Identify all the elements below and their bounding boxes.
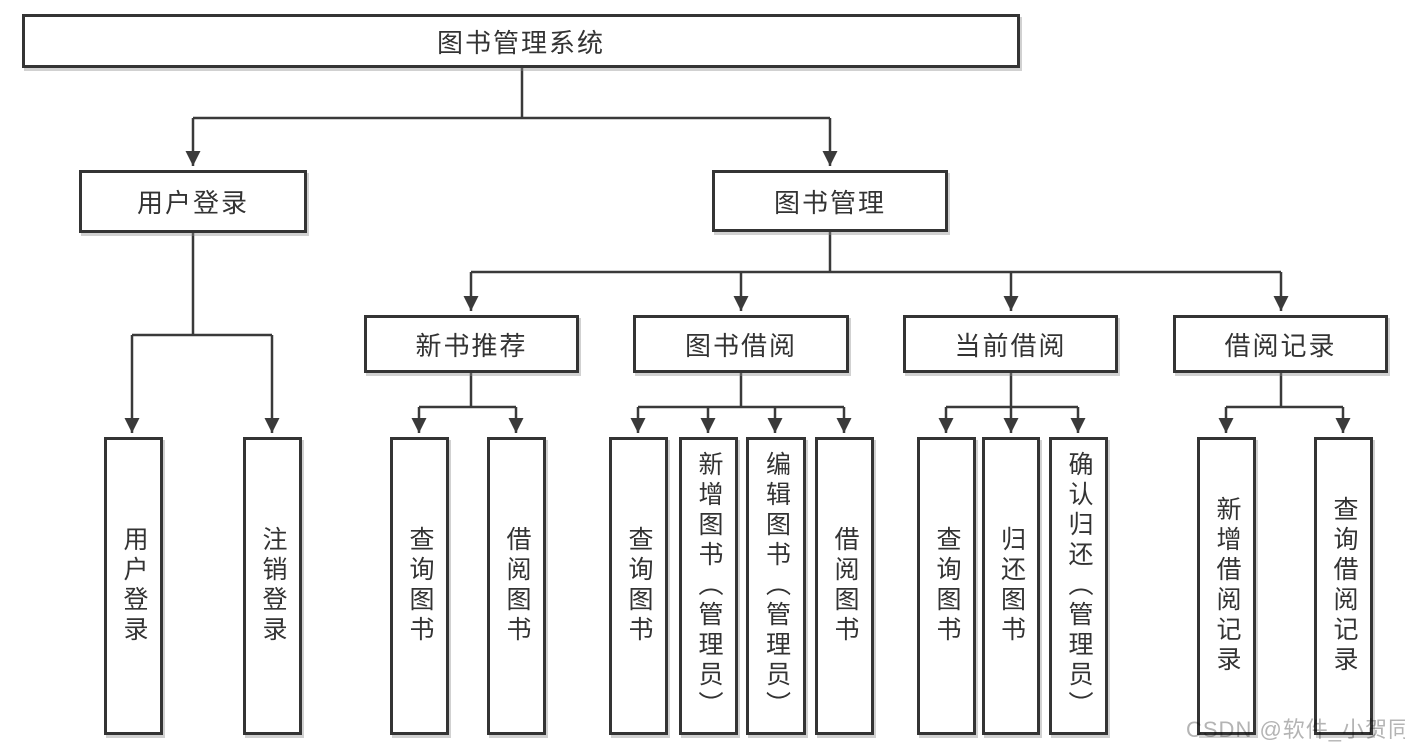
- leaf-current-query-books: 查询图书: [917, 437, 976, 735]
- node-book-management: 图书管理: [712, 170, 948, 232]
- leaf-records-query-record: 查询借阅记录: [1314, 437, 1373, 735]
- leaf-label: 查询借阅记录: [1330, 496, 1358, 676]
- node-label: 借阅记录: [1224, 330, 1337, 361]
- node-user-login: 用户登录: [79, 170, 307, 233]
- leaf-current-return-books: 归还图书: [982, 437, 1040, 735]
- leaf-label: 借阅图书: [503, 526, 531, 646]
- node-label: 用户登录: [136, 188, 249, 218]
- leaf-borrowing-borrow-books: 借阅图书: [815, 437, 874, 735]
- node-label: 图书管理: [773, 187, 886, 218]
- leaf-label: 编辑图书（管理员）: [762, 451, 791, 721]
- leaf-label: 新增借阅记录: [1213, 496, 1241, 676]
- leaf-borrowing-query-books: 查询图书: [609, 437, 668, 735]
- node-borrowing-records: 借阅记录: [1173, 315, 1388, 373]
- leaf-label: 注销登录: [259, 526, 287, 646]
- leaf-records-add-record: 新增借阅记录: [1197, 437, 1256, 735]
- leaf-label: 新增图书（管理员）: [695, 451, 723, 721]
- node-new-book-recommend: 新书推荐: [364, 315, 579, 373]
- node-current-borrowing: 当前借阅: [903, 315, 1118, 373]
- node-label: 新书推荐: [415, 330, 528, 361]
- leaf-recommend-query-books: 查询图书: [390, 437, 449, 735]
- leaf-label: 借阅图书: [831, 526, 859, 646]
- leaf-label: 归还图书: [997, 526, 1026, 646]
- node-label: 图书管理系统: [436, 27, 605, 58]
- leaf-recommend-borrow-books: 借阅图书: [487, 437, 546, 735]
- leaf-label: 确认归还（管理员）: [1065, 451, 1093, 721]
- leaf-label: 用户登录: [120, 526, 148, 646]
- leaf-label: 查询图书: [933, 526, 961, 646]
- leaf-logout: 注销登录: [243, 437, 302, 735]
- leaf-current-confirm-return-admin: 确认归还（管理员）: [1049, 437, 1108, 735]
- node-label: 当前借阅: [954, 330, 1067, 361]
- tree-edges: [124, 67, 1351, 433]
- node-library-management-system: 图书管理系统: [22, 14, 1020, 68]
- csdn-watermark: CSDN @软件_小贺同学: [1186, 717, 1405, 742]
- leaf-borrowing-add-books-admin: 新增图书（管理员）: [679, 437, 738, 735]
- leaf-borrowing-edit-books-admin: 编辑图书（管理员）: [746, 437, 806, 735]
- node-label: 图书借阅: [684, 330, 797, 361]
- leaf-user-login: 用户登录: [104, 437, 163, 735]
- leaf-label: 查询图书: [625, 526, 653, 646]
- leaf-label: 查询图书: [406, 526, 434, 646]
- node-book-borrowing: 图书借阅: [633, 315, 849, 373]
